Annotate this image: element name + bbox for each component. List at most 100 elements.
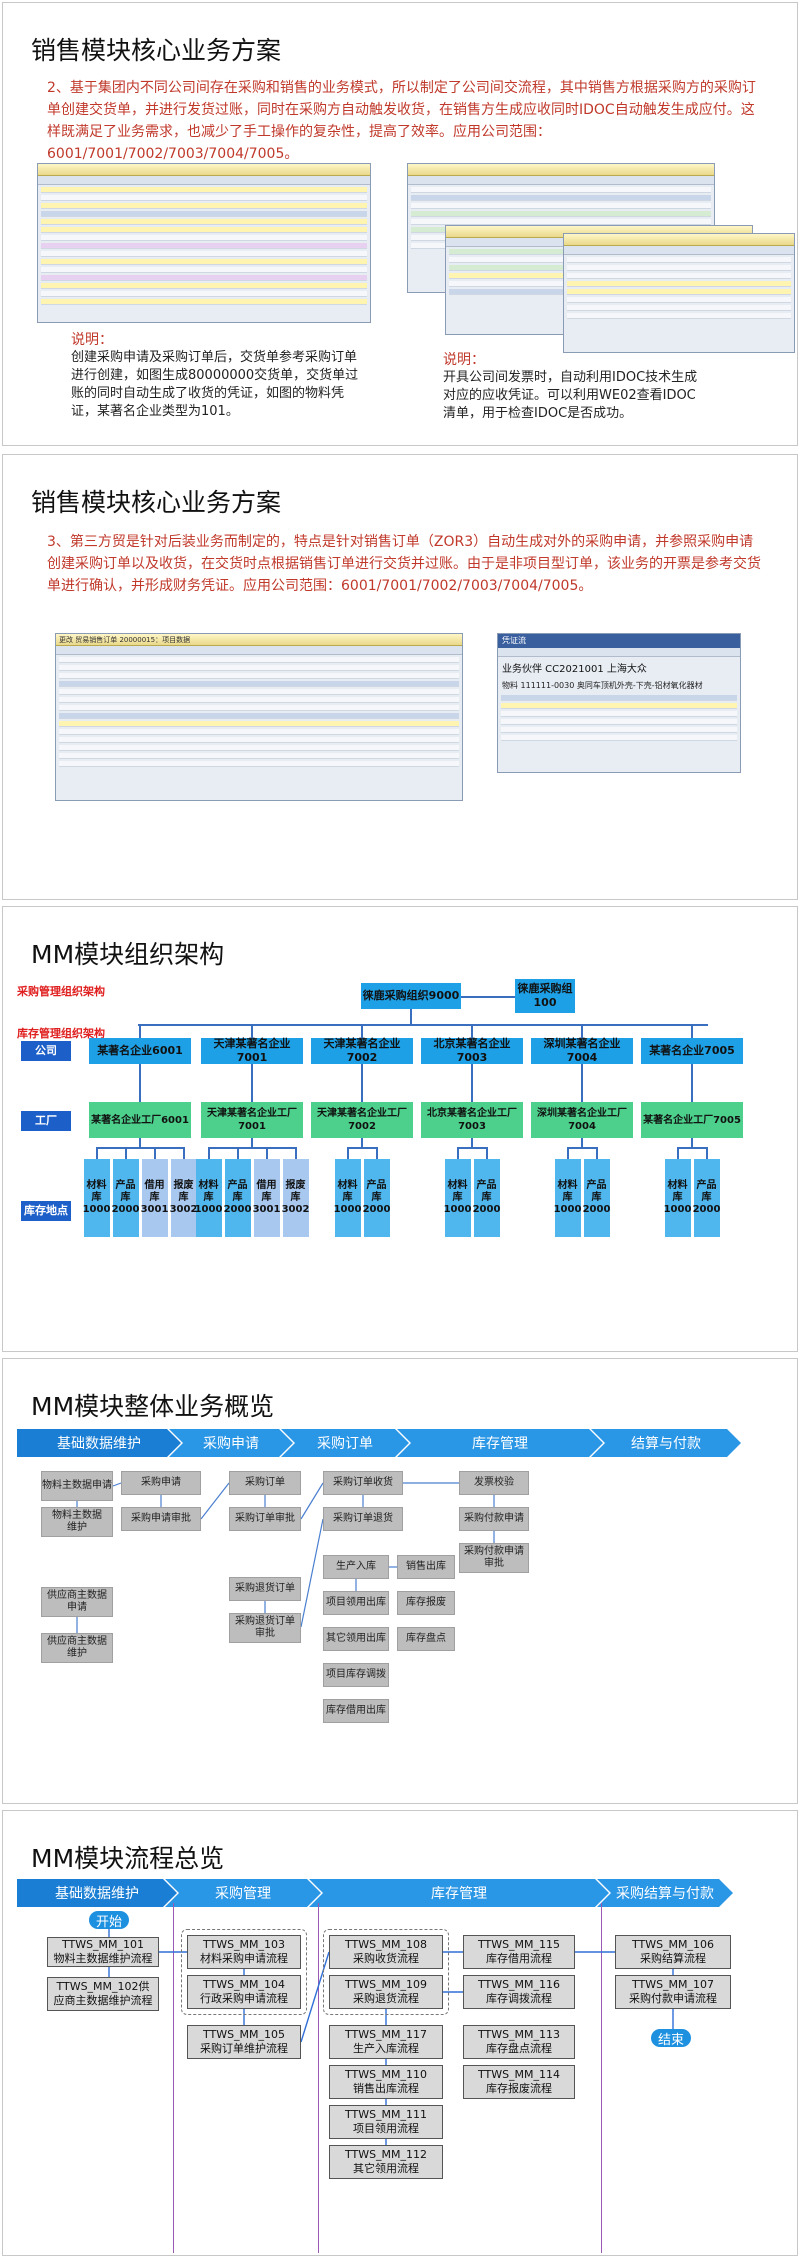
flow-box-f110: TTWS_MM_110 销售出库流程 bbox=[329, 2065, 443, 2099]
phase-separator bbox=[601, 1903, 602, 2253]
connector bbox=[139, 1138, 141, 1148]
plant-box: 天津某著名企业工厂 7002 bbox=[311, 1102, 413, 1138]
flow-box-f112: TTWS_MM_112 其它领用流程 bbox=[329, 2145, 443, 2179]
sap-row bbox=[41, 211, 367, 217]
sap-row bbox=[567, 305, 791, 311]
sap-row bbox=[59, 729, 459, 735]
connector bbox=[691, 1138, 693, 1148]
connector-line bbox=[300, 1482, 324, 1520]
sap-row bbox=[59, 705, 459, 711]
company-box: 天津某著名企业7002 bbox=[311, 1037, 413, 1064]
process-box-proj-issue: 项目领用出库 bbox=[323, 1591, 389, 1615]
purchase-org-label: 采购管理组织架构 bbox=[17, 985, 105, 998]
sap-row bbox=[59, 753, 459, 759]
sap-row bbox=[41, 195, 367, 201]
dashed-group-gr bbox=[323, 1929, 449, 2015]
connector bbox=[581, 1138, 583, 1148]
connector bbox=[461, 996, 515, 998]
process-box-vendor-maint: 供应商主数据 维护 bbox=[41, 1633, 113, 1663]
sap-screenshot-idoc-3 bbox=[563, 233, 795, 353]
sap-window-titlebar bbox=[564, 234, 794, 246]
process-box-pay-approve: 采购付款申请 审批 bbox=[459, 1543, 529, 1573]
connector bbox=[471, 1024, 473, 1038]
phase-chevron: 库存管理 bbox=[309, 1879, 609, 1907]
flow-box-f108: TTWS_MM_108 采购收货流程 bbox=[329, 1935, 443, 1969]
phase-chevron: 采购申请 bbox=[169, 1429, 293, 1457]
sap-window-titlebar: 凭证流 bbox=[498, 634, 740, 648]
flow-box-f111: TTWS_MM_111 项目领用流程 bbox=[329, 2105, 443, 2139]
slide-mm-overview: MM模块整体业务概览 基础数据维护采购申请采购订单库存管理结算与付款 物料主数据… bbox=[2, 1358, 798, 1804]
sap-window-titlebar bbox=[38, 164, 370, 176]
connector bbox=[581, 1064, 583, 1102]
process-box-po-approve: 采购订单审批 bbox=[229, 1507, 301, 1531]
company-box: 天津某著名企业7001 bbox=[201, 1037, 303, 1064]
phase-chevron: 结算与付款 bbox=[591, 1429, 741, 1457]
right-caption-title: 说明： bbox=[443, 352, 485, 368]
phase-separator bbox=[318, 1903, 319, 2253]
sap-toolbar bbox=[38, 176, 370, 185]
connector bbox=[294, 1147, 297, 1159]
connector bbox=[361, 1024, 363, 1038]
dashed-group-pr bbox=[181, 1929, 307, 2015]
sap-row bbox=[567, 297, 791, 303]
sap-row bbox=[41, 227, 367, 233]
sap-row bbox=[501, 695, 737, 701]
connector bbox=[96, 1147, 184, 1149]
connector bbox=[346, 1147, 349, 1159]
company-label: 公司 bbox=[21, 1041, 71, 1061]
process-box-borrow-out: 库存借用出库 bbox=[323, 1699, 389, 1723]
process-box-sales-out: 销售出库 bbox=[397, 1555, 455, 1579]
connector bbox=[567, 1147, 597, 1149]
connector bbox=[581, 1024, 583, 1038]
sap-row bbox=[501, 703, 737, 709]
phase-chevron: 采购管理 bbox=[165, 1879, 321, 1907]
flow-box-f101: TTWS_MM_101 物料主数据维护流程 bbox=[47, 1937, 159, 1967]
end-oval: 结束 bbox=[651, 2029, 691, 2048]
sap-row bbox=[411, 187, 711, 193]
slide-title: 销售模块核心业务方案 bbox=[31, 488, 282, 517]
phase-chevron: 采购结算与付款 bbox=[597, 1879, 733, 1907]
purchase-org-box: 徕鹿采购组织9000 bbox=[361, 983, 461, 1009]
slide-mm-org: MM模块组织架构 采购管理组织架构 库存管理组织架构 徕鹿采购组织9000 徕鹿… bbox=[2, 906, 798, 1352]
purchase-group-box: 徕鹿采购组 100 bbox=[515, 979, 575, 1013]
sap-row bbox=[567, 257, 791, 263]
sap-row bbox=[567, 273, 791, 279]
sap-row bbox=[59, 681, 459, 687]
connector bbox=[677, 1147, 707, 1149]
connector bbox=[471, 1064, 473, 1102]
connector bbox=[95, 1147, 98, 1159]
slide-title: 销售模块核心业务方案 bbox=[31, 36, 282, 65]
process-box-other-issue: 其它领用出库 bbox=[323, 1627, 389, 1651]
process-box-po: 采购订单 bbox=[229, 1471, 301, 1495]
slide-title: MM模块组织架构 bbox=[31, 940, 225, 969]
connector bbox=[139, 1024, 141, 1038]
storage-location-box: 产品 库 2000 bbox=[112, 1159, 139, 1237]
storage-location-box: 材料 库 1000 bbox=[444, 1159, 471, 1237]
flow-box-f116: TTWS_MM_116 库存调拨流程 bbox=[463, 1975, 575, 2009]
connector bbox=[410, 1009, 412, 1025]
storage-location-box: 材料 库 1000 bbox=[195, 1159, 222, 1237]
process-box-pr-approve: 采购申请审批 bbox=[121, 1507, 201, 1531]
sap-toolbar bbox=[408, 176, 714, 185]
sap-row bbox=[59, 673, 459, 679]
process-box-invoice-check: 发票校验 bbox=[459, 1471, 529, 1495]
connector bbox=[236, 1147, 239, 1159]
plant-box: 某著名企业工厂7005 bbox=[641, 1102, 743, 1138]
sap-row bbox=[41, 275, 367, 281]
sap-row bbox=[41, 259, 367, 265]
plant-box: 深圳某著名企业工厂 7004 bbox=[531, 1102, 633, 1138]
connector bbox=[691, 1024, 693, 1038]
connector bbox=[251, 1024, 253, 1038]
left-caption: 说明： 创建采购申请及采购订单后，交货单参考采购订单进行创建，如图生成80000… bbox=[71, 331, 359, 421]
sap-row bbox=[411, 219, 711, 225]
sap-partner-line: 业务伙伴 CC2021001 上海大众 bbox=[502, 664, 647, 675]
connector-lines bbox=[76, 1482, 495, 1633]
connector bbox=[361, 1064, 363, 1102]
connector bbox=[485, 1147, 488, 1159]
connector bbox=[691, 1064, 693, 1102]
sap-row bbox=[501, 735, 737, 741]
storage-location-box: 材料 库 1000 bbox=[554, 1159, 581, 1237]
stock-org-label: 库存管理组织架构 bbox=[17, 1027, 105, 1040]
sap-screenshot-delivery bbox=[37, 163, 371, 323]
